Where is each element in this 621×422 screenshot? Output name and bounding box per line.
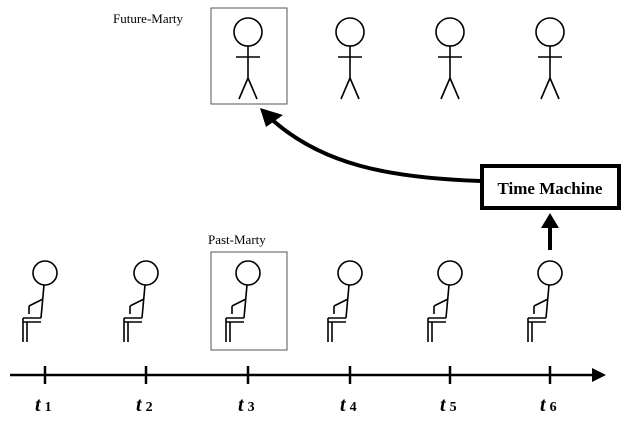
standing-stick-figure <box>233 17 263 100</box>
seated-stick-figure <box>22 260 58 342</box>
past-marty-label: Past-Marty <box>208 232 266 247</box>
curved-arrow-head <box>260 108 283 127</box>
future-marty-label: Future-Marty <box>113 11 184 26</box>
future-figures-row <box>233 17 565 100</box>
seated-stick-figure <box>327 260 363 342</box>
seated-stick-figure <box>427 260 463 342</box>
seated-figures-row <box>22 260 563 342</box>
standing-stick-figure <box>535 17 565 100</box>
timeline-arrowhead <box>592 368 606 382</box>
seated-stick-figure <box>123 260 159 342</box>
time-machine-box <box>480 164 621 210</box>
standing-stick-figure <box>435 17 465 100</box>
seated-stick-figure <box>225 260 261 342</box>
time-travel-curved-arrow <box>266 114 482 183</box>
future-marty-highlight-box <box>210 7 288 105</box>
seated-stick-figure <box>527 260 563 342</box>
past-marty-highlight-box <box>210 251 288 351</box>
time-machine-label: Time Machine <box>498 179 603 198</box>
standing-stick-figure <box>335 17 365 100</box>
up-arrow-head <box>541 213 559 228</box>
